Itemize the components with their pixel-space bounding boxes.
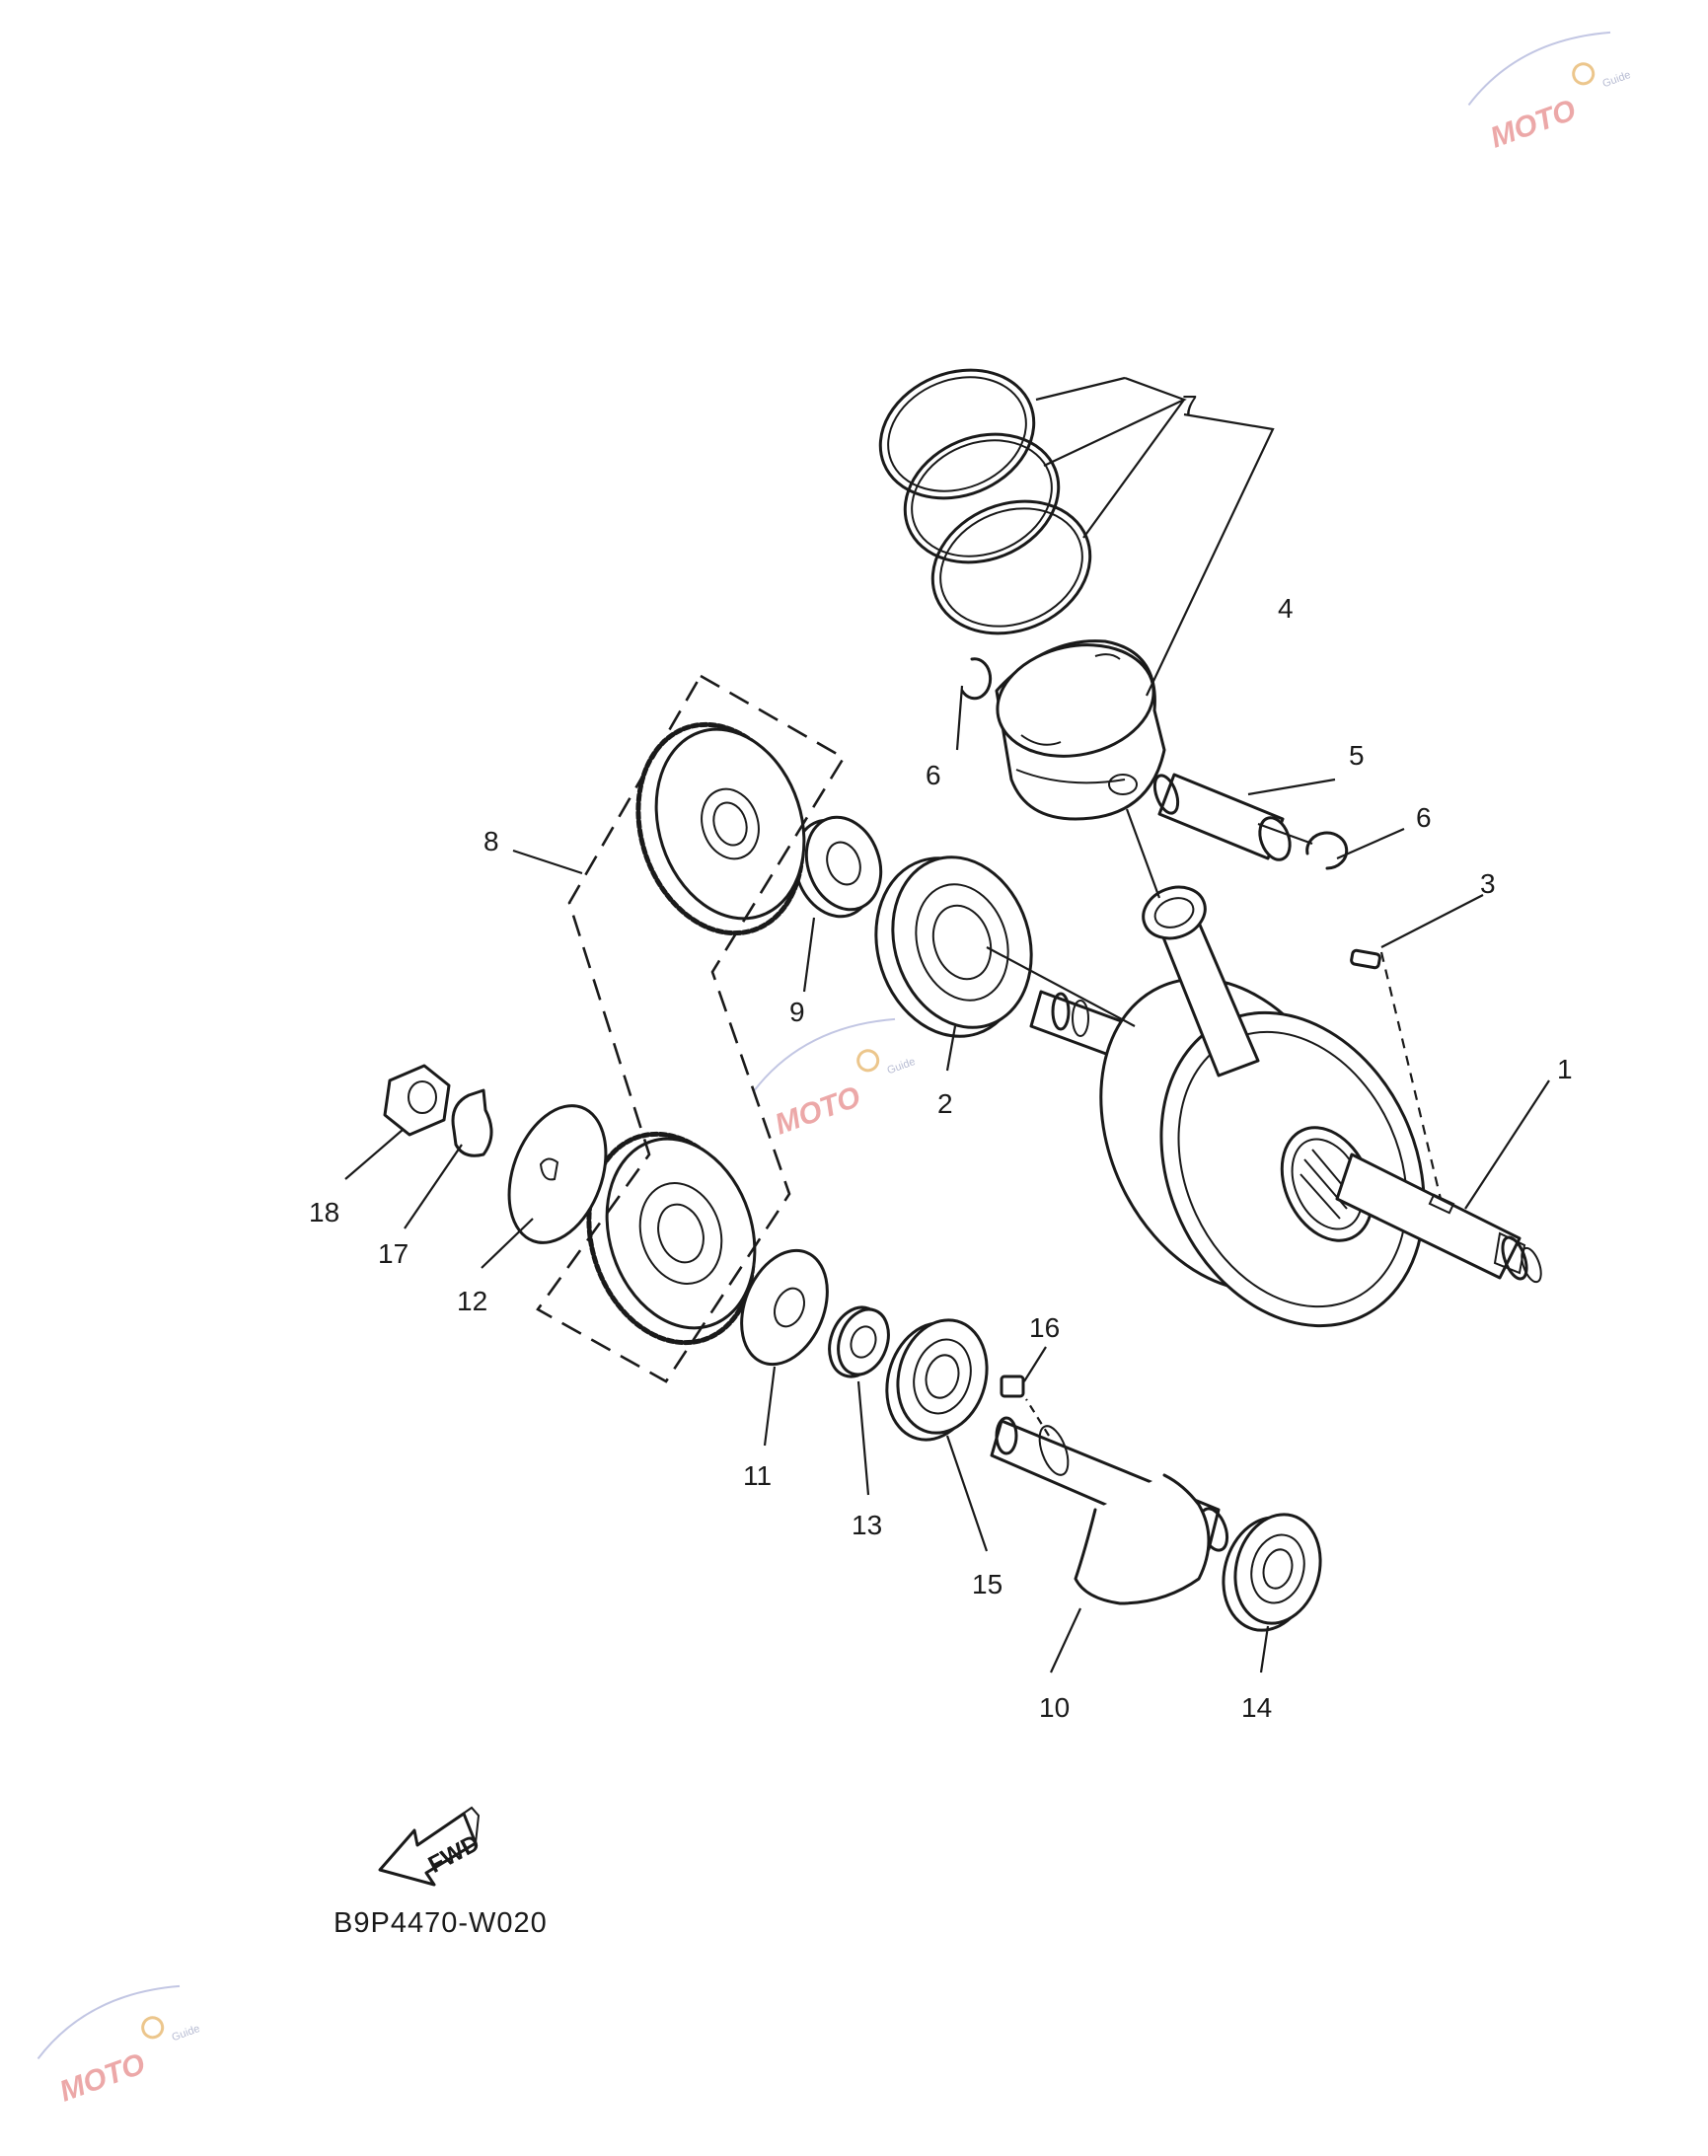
callout-1: 1	[1557, 1054, 1573, 1084]
watermark-center: MOTO Guide	[752, 1017, 918, 1142]
watermark-bottom-left: MOTO Guide	[37, 1984, 202, 2109]
crankshaft-assembly	[1029, 885, 1542, 1328]
callout-12: 12	[457, 1286, 487, 1316]
collar	[828, 1305, 890, 1378]
callout-2: 2	[937, 1088, 953, 1119]
balancer-gear-lower	[586, 1131, 757, 1346]
callout-6-right: 6	[1416, 802, 1432, 833]
piston-rings	[878, 368, 1092, 635]
piston-pin	[1152, 773, 1292, 861]
balancer-key	[1000, 1375, 1025, 1398]
watermark-brand: MOTO	[1486, 94, 1580, 155]
fwd-arrow: FWD	[378, 1806, 484, 1887]
callout-10: 10	[1039, 1692, 1070, 1723]
callout-6-left: 6	[926, 760, 941, 790]
gear-set-boundary	[536, 674, 846, 1383]
watermark-top-right: MOTO Guide	[1467, 31, 1633, 155]
balancer-shaft	[990, 1416, 1229, 1605]
bearing-balancer-right	[1222, 1513, 1322, 1632]
callout-14: 14	[1241, 1692, 1272, 1723]
callout-18: 18	[309, 1197, 339, 1227]
bearing-large	[874, 855, 1033, 1038]
callout-15: 15	[972, 1569, 1003, 1599]
callout-labels: 1 2 3 4 5 6 6 7 8 9 10 11 12 13 14 15 16…	[309, 390, 1573, 1723]
piston-pin-clip-left	[960, 657, 993, 701]
balancer-gear-upper	[635, 721, 806, 936]
callout-16: 16	[1029, 1312, 1060, 1343]
callout-9: 9	[789, 997, 805, 1027]
watermark-brand: MOTO	[771, 1080, 864, 1142]
washer	[740, 1248, 829, 1367]
watermark-brand: MOTO	[55, 2047, 149, 2109]
watermark-sub: Guide	[171, 2023, 202, 2044]
piston-pin-clip-right	[1305, 831, 1349, 870]
lock-washer	[451, 1088, 493, 1157]
plate-washer	[507, 1104, 608, 1244]
callout-7: 7	[1182, 390, 1198, 420]
bearing-balancer-left	[885, 1318, 989, 1442]
woodruff-key	[1350, 948, 1381, 970]
callout-17: 17	[378, 1238, 408, 1269]
callout-4: 4	[1278, 593, 1294, 624]
drawing-code: B9P4470-W020	[334, 1907, 548, 1939]
callout-5: 5	[1349, 740, 1365, 771]
callout-13: 13	[852, 1510, 882, 1540]
nut	[383, 1064, 451, 1137]
leader-lines	[344, 376, 1550, 1673]
watermark-sub: Guide	[1601, 69, 1633, 90]
watermark-sub: Guide	[886, 1056, 918, 1077]
piston	[995, 639, 1166, 821]
callout-3: 3	[1480, 868, 1496, 899]
washer-seal	[792, 815, 883, 919]
callout-11: 11	[743, 1460, 772, 1491]
callout-8: 8	[483, 826, 499, 856]
